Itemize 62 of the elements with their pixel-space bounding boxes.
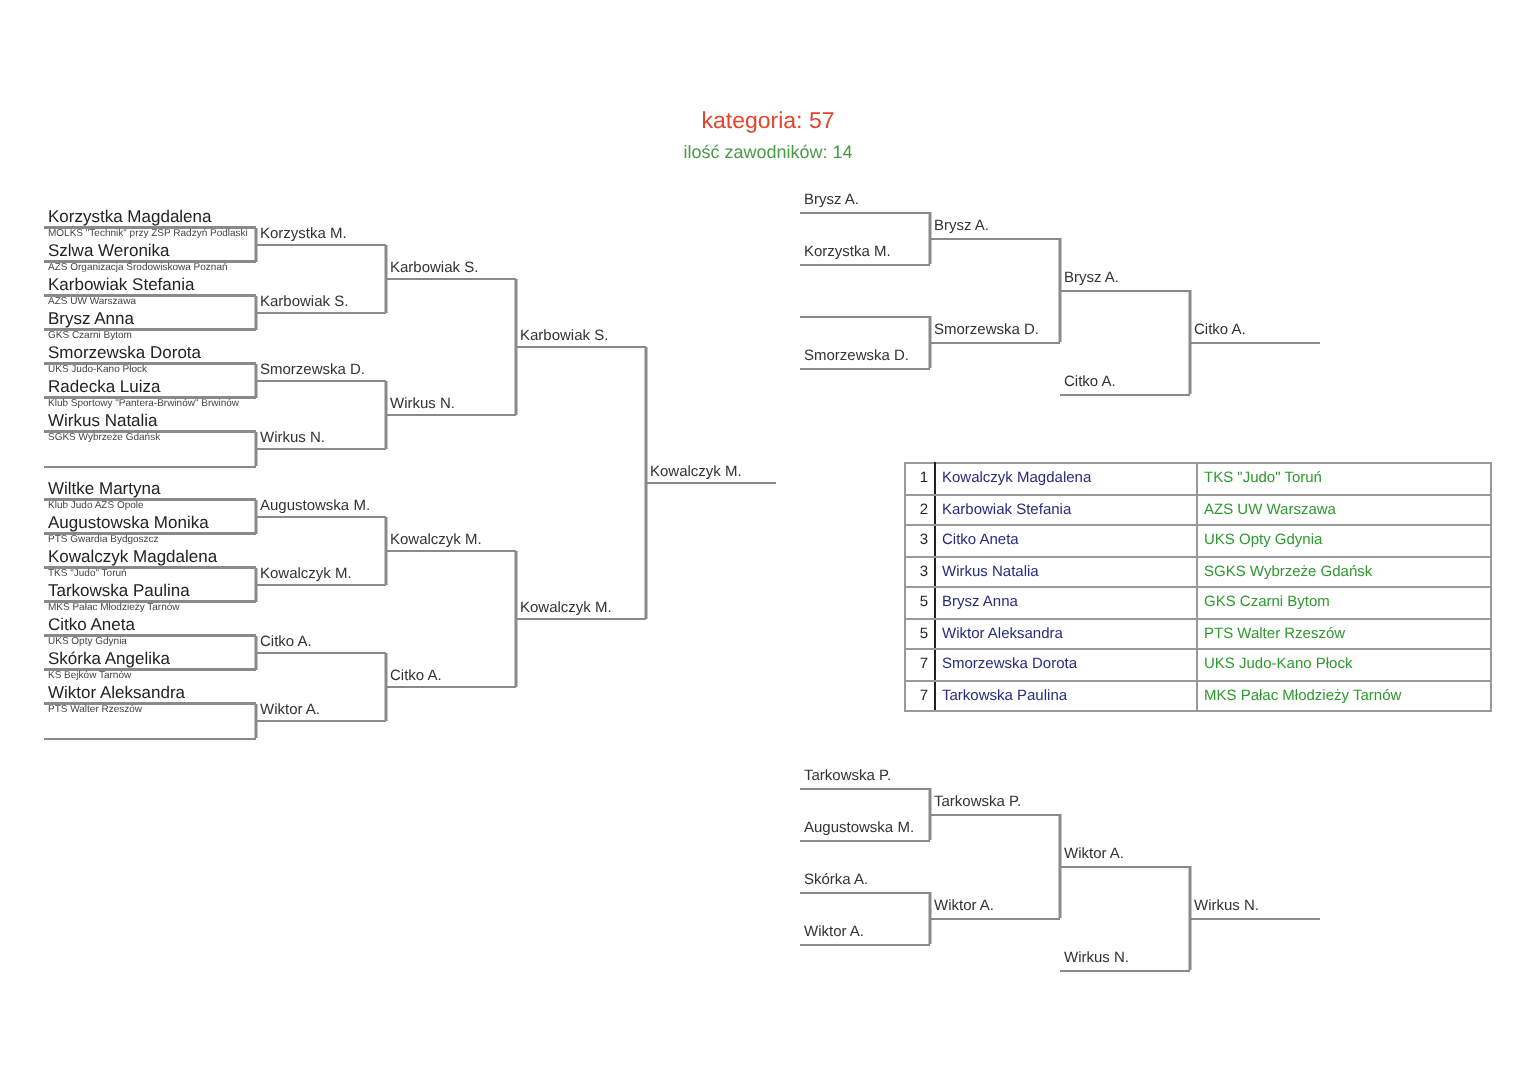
bracket-line bbox=[928, 314, 932, 342]
bracket-line bbox=[1188, 864, 1192, 918]
bracket-line bbox=[254, 381, 258, 400]
competitor-name: Kowalczyk Magdalena bbox=[46, 546, 218, 567]
bracket-line bbox=[928, 786, 932, 814]
bracket-line bbox=[928, 918, 932, 946]
bracket-line bbox=[254, 566, 258, 585]
bracket-line bbox=[1058, 812, 1062, 866]
bracket-line bbox=[254, 702, 258, 721]
bracket-line bbox=[1188, 918, 1192, 972]
bracket-line bbox=[254, 313, 258, 332]
competitor-name: Radecka Luiza bbox=[46, 376, 161, 397]
competitor-name: Tarkowska Paulina bbox=[46, 580, 190, 601]
bracket-line bbox=[254, 721, 258, 740]
competitor-name: Wiltke Martyna bbox=[46, 478, 161, 499]
bracket-line bbox=[1058, 290, 1062, 344]
bracket-line bbox=[254, 430, 258, 449]
competitor-name: Wirkus Natalia bbox=[46, 410, 158, 431]
bracket-line bbox=[514, 347, 518, 417]
bracket-line bbox=[254, 362, 258, 381]
competitor-name: Augustowska Monika bbox=[46, 512, 209, 533]
bracket-line bbox=[1188, 288, 1192, 342]
competitor-name: Korzystka Magdalena bbox=[46, 206, 212, 227]
bracket-line bbox=[928, 890, 932, 918]
bracket-line bbox=[254, 653, 258, 672]
bracket-line bbox=[928, 342, 932, 370]
bracket-line bbox=[928, 210, 932, 238]
bracket-line bbox=[254, 449, 258, 468]
bracket-line bbox=[928, 238, 932, 266]
competitor-name: Karbowiak Stefania bbox=[46, 274, 195, 295]
bracket-line bbox=[384, 279, 388, 315]
bracket-line bbox=[254, 226, 258, 245]
bracket-line bbox=[384, 415, 388, 451]
bracket-line bbox=[514, 619, 518, 689]
competitor-count: ilość zawodników: 14 bbox=[683, 142, 853, 164]
bracket-line bbox=[1058, 236, 1062, 290]
bracket-line bbox=[384, 551, 388, 587]
bracket-line bbox=[384, 651, 388, 687]
bracket-line bbox=[644, 345, 648, 483]
bracket-line bbox=[254, 585, 258, 604]
bracket-line bbox=[644, 483, 648, 621]
bracket-line bbox=[254, 245, 258, 264]
bracket-line bbox=[514, 549, 518, 619]
bracket-line bbox=[254, 294, 258, 313]
bracket-line bbox=[254, 517, 258, 536]
competitor-name: Smorzewska Dorota bbox=[46, 342, 202, 363]
category-title: kategoria: 57 bbox=[701, 110, 835, 136]
competitor-name: Wiktor Aleksandra bbox=[46, 682, 185, 703]
bracket-line bbox=[384, 515, 388, 551]
bracket-line bbox=[514, 277, 518, 347]
bracket-line bbox=[1058, 866, 1062, 920]
competitor-name: Szlwa Weronika bbox=[46, 240, 170, 261]
bracket-line bbox=[254, 498, 258, 517]
bracket-line bbox=[384, 687, 388, 723]
competitor-name: Skórka Angelika bbox=[46, 648, 170, 669]
competitor-name: Citko Aneta bbox=[46, 614, 135, 635]
bracket-line bbox=[384, 243, 388, 279]
bracket-line bbox=[384, 379, 388, 415]
competitor-name: Brysz Anna bbox=[46, 308, 134, 329]
bracket-line bbox=[254, 634, 258, 653]
bracket-line bbox=[1188, 342, 1192, 396]
bracket-line bbox=[928, 814, 932, 842]
